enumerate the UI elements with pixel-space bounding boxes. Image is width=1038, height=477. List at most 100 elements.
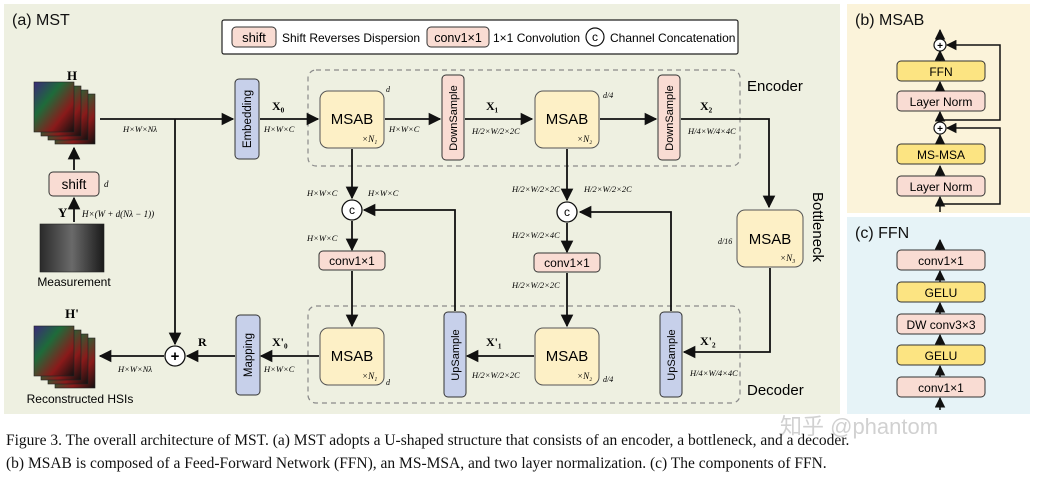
msab-decoder-2 bbox=[534, 327, 600, 386]
ffn-gelu-bottom bbox=[896, 344, 986, 366]
y-dim: H×(W + d(Nλ − 1)) bbox=[81, 209, 154, 219]
ffn-conv-bottom bbox=[896, 376, 986, 398]
dim-c1-in-left: H×W×C bbox=[306, 188, 338, 198]
input-label: H bbox=[67, 68, 77, 83]
legend: shift Shift Reverses Dispersion conv1×1 … bbox=[221, 19, 739, 55]
embedding-block bbox=[234, 78, 260, 160]
msab-bottleneck-d: d/16 bbox=[718, 237, 732, 246]
reconstructed-label: Reconstructed HSIs bbox=[27, 392, 134, 406]
x1-label: X₁ bbox=[486, 99, 499, 113]
msab-detail: Layer Norm MS-MSA + Layer Norm FFN + bbox=[896, 28, 1001, 212]
msab-add-2-symbol: + bbox=[937, 41, 943, 52]
dim-input: H×W×Nλ bbox=[122, 124, 157, 134]
y-label: Y bbox=[58, 205, 68, 220]
concat-2-label: c bbox=[564, 205, 570, 219]
measurement-image bbox=[39, 223, 105, 273]
concat-1-label: c bbox=[349, 203, 355, 217]
msab-layernorm-1-label: Layer Norm bbox=[910, 95, 973, 109]
residual-add bbox=[164, 345, 186, 367]
x0p-label: X'₀ bbox=[272, 335, 288, 349]
conv-2 bbox=[533, 252, 601, 273]
conv-2-label: conv1×1 bbox=[544, 256, 590, 270]
conv-1 bbox=[318, 250, 386, 271]
concat-2 bbox=[556, 201, 578, 223]
upsample-2 bbox=[659, 311, 683, 398]
dim-x2: H/4×W/4×4C bbox=[687, 126, 736, 136]
shift-block bbox=[48, 171, 100, 197]
msab-encoder-1-label: MSAB bbox=[331, 111, 374, 128]
dim-c2-in-right: H/2×W/2×2C bbox=[583, 184, 632, 194]
ffn-gelu-top bbox=[896, 281, 986, 303]
mst-title: (a) MST bbox=[12, 12, 70, 29]
dim-enc1-out: H×W×C bbox=[388, 124, 420, 134]
msab-decoder-2-d: d/4 bbox=[603, 375, 613, 384]
input-hsi-cube bbox=[33, 81, 96, 145]
ffn-gelu-top-label: GELU bbox=[925, 286, 958, 300]
mapping-block bbox=[235, 314, 261, 396]
residual-add-symbol: + bbox=[171, 348, 180, 365]
embedding-label: Embedding bbox=[242, 90, 254, 148]
legend-concat-symbol: c bbox=[592, 30, 598, 44]
msab-bottleneck-label: MSAB bbox=[749, 231, 792, 248]
bottleneck-label: Bottleneck bbox=[809, 192, 826, 263]
dim-c1-out: H×W×C bbox=[306, 233, 338, 243]
msab-bottleneck-n: ×N₃ bbox=[780, 253, 795, 263]
legend-conv-box: conv1×1 bbox=[434, 31, 482, 45]
measurement-label: Measurement bbox=[37, 275, 111, 289]
ffn-conv-top-label: conv1×1 bbox=[918, 254, 964, 268]
dim-x1p: H/2×W/2×2C bbox=[471, 370, 520, 380]
msab-decoder-1 bbox=[319, 327, 385, 386]
msab-decoder-2-label: MSAB bbox=[546, 348, 589, 365]
encoder-label: Encoder bbox=[747, 78, 803, 95]
mapping-label: Mapping bbox=[243, 333, 255, 377]
legend-conv-desc: 1×1 Convolution bbox=[493, 31, 580, 45]
legend-shift-box: shift bbox=[242, 30, 266, 45]
shift-label: shift bbox=[62, 177, 87, 192]
msab-layernorm-2 bbox=[896, 175, 986, 197]
x2p-label: X'₂ bbox=[700, 334, 716, 348]
dim-x1: H/2×W/2×2C bbox=[471, 126, 520, 136]
dim-x0p: H×W×C bbox=[263, 364, 295, 374]
msab-add-1-symbol: + bbox=[937, 124, 943, 135]
ffn-dwconv bbox=[896, 313, 986, 335]
output-hsi-cube bbox=[33, 325, 96, 389]
downsample-1 bbox=[441, 74, 465, 161]
dim-x2p: H/4×W/4×4C bbox=[689, 368, 738, 378]
msab-title: (b) MSAB bbox=[855, 12, 924, 29]
upsample-1-label: UpSample bbox=[450, 329, 462, 380]
x1p-label: X'₁ bbox=[486, 335, 502, 349]
legend-concat-desc: Channel Concatenation bbox=[610, 31, 735, 45]
msab-decoder-1-label: MSAB bbox=[331, 348, 374, 365]
msab-decoder-1-d: d bbox=[386, 378, 391, 387]
dim-x0: H×W×C bbox=[263, 124, 295, 134]
ffn-conv-bottom-label: conv1×1 bbox=[918, 381, 964, 395]
msab-ffn bbox=[896, 60, 986, 82]
msab-bottleneck bbox=[736, 209, 804, 268]
downsample-2 bbox=[657, 74, 681, 161]
legend-shift-desc: Shift Reverses Dispersion bbox=[282, 31, 420, 45]
encoder-region bbox=[307, 69, 741, 167]
decoder-label: Decoder bbox=[747, 382, 804, 399]
x2-label: X₂ bbox=[700, 99, 713, 113]
dim-c1-in-right: H×W×C bbox=[367, 188, 399, 198]
r-label: R bbox=[198, 335, 207, 349]
dim-c2-in-left: H/2×W/2×2C bbox=[511, 184, 560, 194]
ffn-detail: conv1×1 GELU DW conv3×3 GELU conv1×1 bbox=[896, 238, 986, 410]
msab-ms-msa-label: MS-MSA bbox=[917, 148, 965, 162]
msab-decoder-1-n: ×N₁ bbox=[362, 371, 377, 381]
ffn-dwconv-label: DW conv3×3 bbox=[906, 318, 975, 332]
msab-layernorm-2-label: Layer Norm bbox=[910, 180, 973, 194]
upsample-1 bbox=[443, 311, 467, 398]
dim-c2-out: H/2×W/2×4C bbox=[511, 230, 560, 240]
mst-panel bbox=[4, 4, 840, 414]
output-label: H' bbox=[65, 306, 79, 321]
ffn-conv-top bbox=[896, 249, 986, 271]
msab-encoder-1 bbox=[319, 90, 385, 149]
dim-conv2-out: H/2×W/2×2C bbox=[511, 280, 560, 290]
watermark: 知乎 @phantom bbox=[780, 414, 938, 439]
decoder-region bbox=[307, 305, 741, 404]
msab-decoder-2-n: ×N₂ bbox=[577, 371, 592, 381]
msab-encoder-2-d: d/4 bbox=[603, 91, 613, 100]
downsample-2-label: DownSample bbox=[664, 85, 676, 150]
